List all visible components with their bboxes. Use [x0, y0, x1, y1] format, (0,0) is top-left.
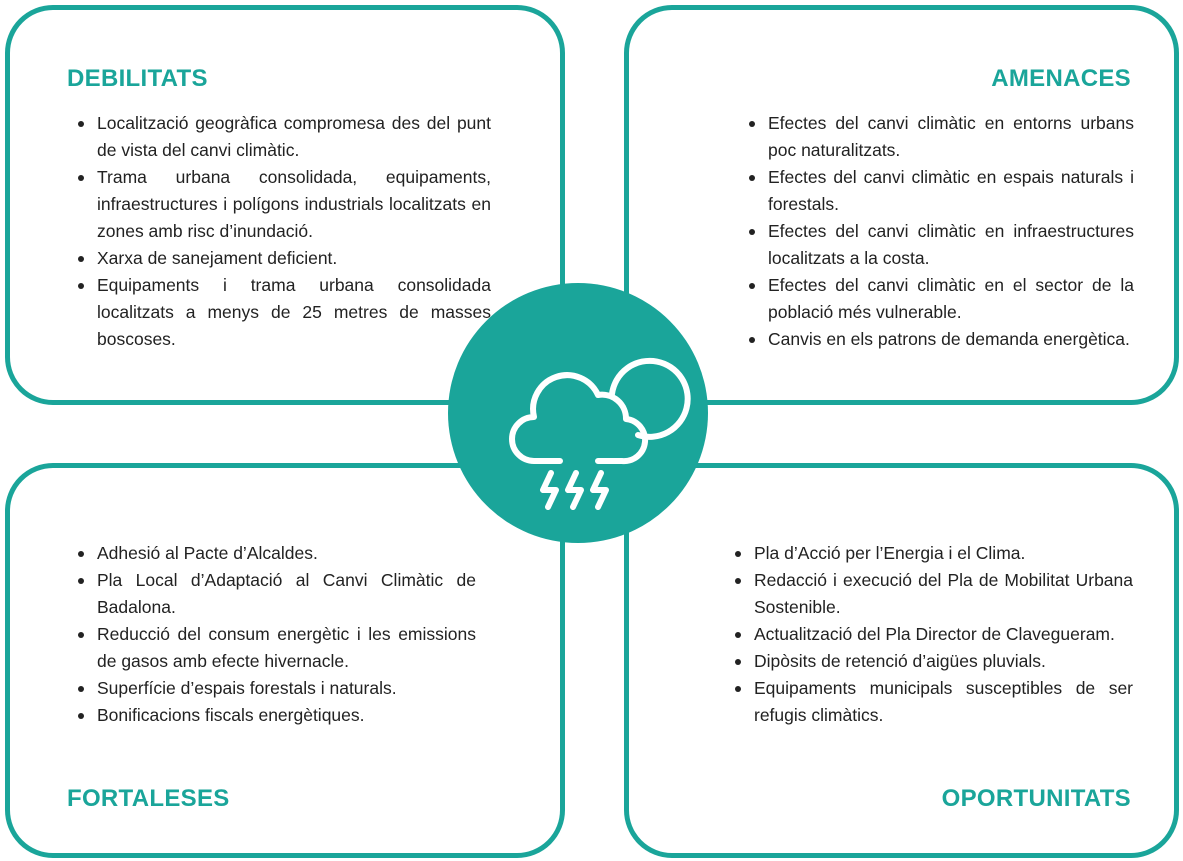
- cloud-sun-lightning-icon: [509, 357, 691, 510]
- list-item: Efectes del canvi climàtic en el sector …: [742, 272, 1134, 326]
- strengths-list: Adhesió al Pacte d’Alcaldes. Pla Local d…: [71, 540, 476, 729]
- opportunities-title: OPORTUNITATS: [941, 785, 1131, 812]
- lightning-bolt-icon: [540, 470, 559, 510]
- list-item: Pla d’Acció per l’Energia i el Clima.: [728, 540, 1133, 567]
- list-item: Reducció del consum energètic i les emis…: [71, 621, 476, 675]
- opportunities-panel: [624, 463, 1179, 858]
- lightning-bolt-icon: [565, 470, 584, 510]
- list-item: Efectes del canvi climàtic en infraestru…: [742, 218, 1134, 272]
- strengths-panel: [5, 463, 565, 858]
- list-item: Canvis en els patrons de demanda energèt…: [742, 326, 1134, 353]
- threats-panel: [624, 5, 1179, 405]
- list-item: Efectes del canvi climàtic en entorns ur…: [742, 110, 1134, 164]
- weaknesses-list: Localització geogràfica compromesa des d…: [71, 110, 491, 353]
- list-item: Xarxa de sanejament deficient.: [71, 245, 491, 272]
- list-item: Equipaments municipals susceptibles de s…: [728, 675, 1133, 729]
- list-item: Redacció i execució del Pla de Mobilitat…: [728, 567, 1133, 621]
- threats-title: AMENACES: [991, 65, 1131, 92]
- list-item: Superfície d’espais forestals i naturals…: [71, 675, 476, 702]
- lightning-bolt-icon: [590, 470, 609, 510]
- list-item: Equipaments i trama urbana consolidada l…: [71, 272, 491, 353]
- list-item: Adhesió al Pacte d’Alcaldes.: [71, 540, 476, 567]
- list-item: Dipòsits de retenció d’aigües pluvials.: [728, 648, 1133, 675]
- list-item: Efectes del canvi climàtic en espais nat…: [742, 164, 1134, 218]
- sun-icon: [609, 357, 691, 440]
- weaknesses-panel: [5, 5, 565, 405]
- list-item: Bonificacions fiscals energètiques.: [71, 702, 476, 729]
- threats-list: Efectes del canvi climàtic en entorns ur…: [742, 110, 1134, 353]
- list-item: Actualització del Pla Director de Claveg…: [728, 621, 1133, 648]
- list-item: Trama urbana consolidada, equipaments, i…: [71, 164, 491, 245]
- list-item: Localització geogràfica compromesa des d…: [71, 110, 491, 164]
- list-item: Pla Local d’Adaptació al Canvi Climàtic …: [71, 567, 476, 621]
- weaknesses-title: DEBILITATS: [67, 65, 208, 92]
- opportunities-list: Pla d’Acció per l’Energia i el Clima. Re…: [728, 540, 1133, 729]
- strengths-title: FORTALESES: [67, 785, 230, 812]
- center-badge: [448, 283, 708, 543]
- cloud-icon: [509, 372, 649, 465]
